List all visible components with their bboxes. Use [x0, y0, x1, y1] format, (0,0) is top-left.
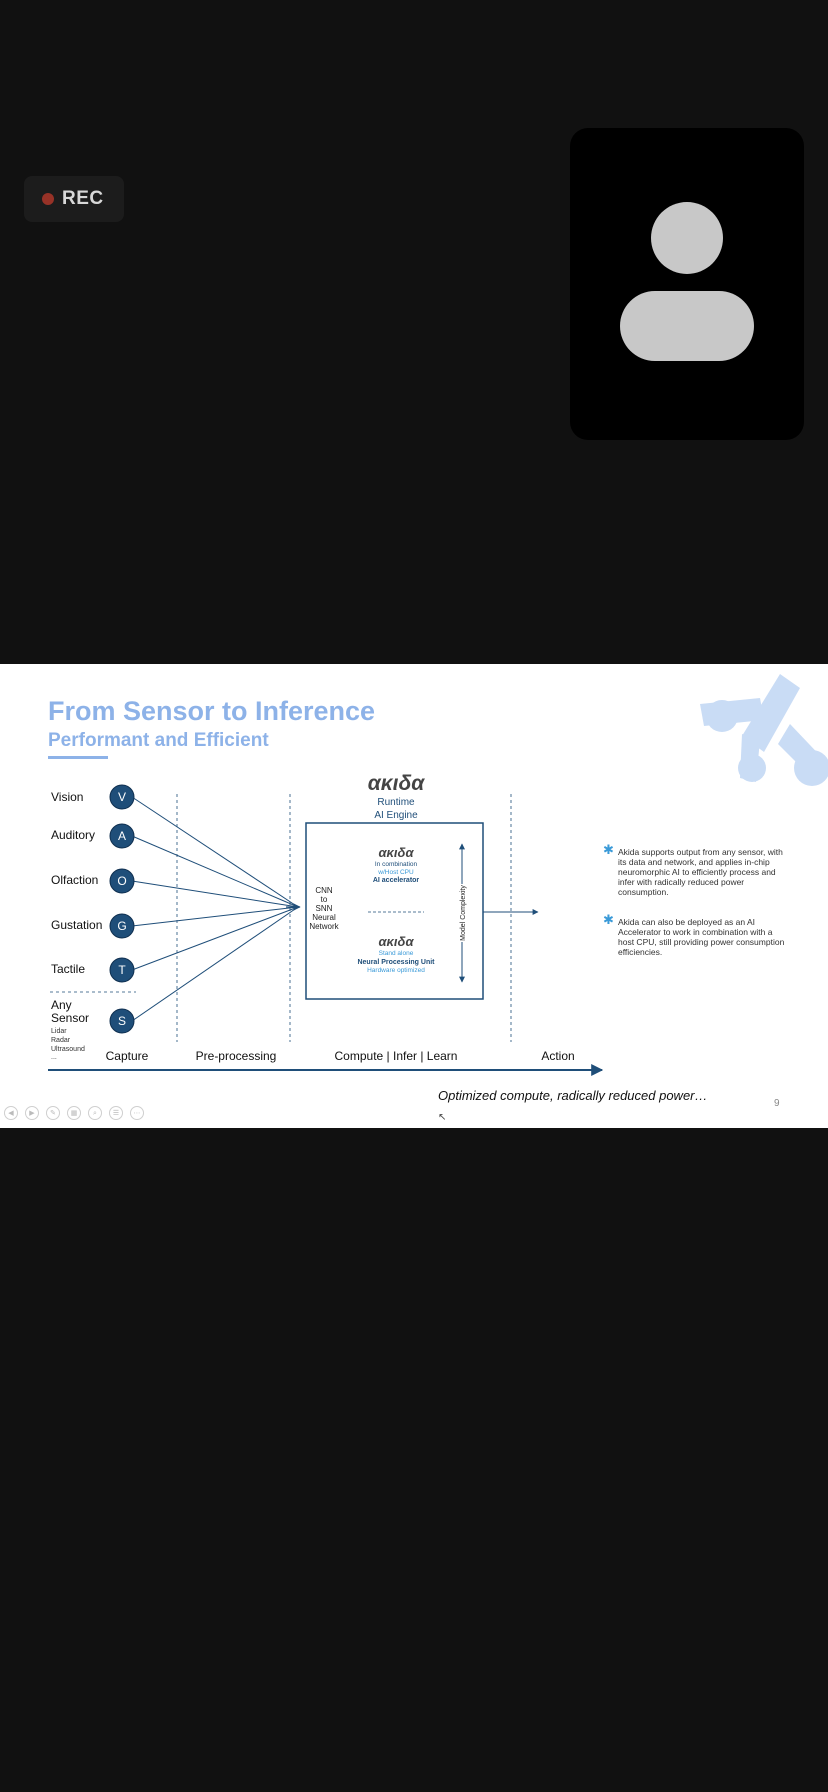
sensor-label-any: Any	[51, 998, 72, 1012]
sensor-letter-g: G	[117, 919, 126, 933]
slide-subtitle: Performant and Efficient	[48, 730, 269, 751]
cnn-line-1: CNN	[315, 886, 333, 895]
shared-slide: From Sensor to Inference Performant and …	[0, 664, 828, 1128]
sensor-circle-v	[109, 784, 135, 810]
npu-line-1: Stand alone	[379, 950, 414, 957]
asterisk-bullet-icon: ✱	[603, 842, 614, 857]
model-complexity-label: Model Complexity	[460, 885, 467, 941]
deco-asterisk-icon	[700, 674, 828, 786]
stage-capture: Capture	[106, 1049, 149, 1063]
title-underline	[48, 756, 108, 759]
sensor-example-more: ...	[51, 1054, 57, 1061]
cnn-line-5: Network	[309, 922, 339, 931]
cnn-line-2: to	[321, 895, 328, 904]
note-1: ✱ Akida supports output from any sensor,…	[603, 843, 788, 897]
sensor-circle-g	[109, 913, 135, 939]
stage-action: Action	[541, 1049, 574, 1063]
npu-bold: Neural Processing Unit	[357, 959, 435, 966]
compute-box	[305, 822, 484, 1000]
slide-toolbar: ◀ ▶ ✎ ▦ ⌕ ☰ ⋯	[4, 1106, 144, 1120]
accelerator-line-1: In combination	[375, 861, 418, 868]
note-1-text: Akida supports output from any sensor, w…	[618, 847, 783, 897]
sensor-circle-a	[109, 823, 135, 849]
akida-logo: ακιδα	[368, 772, 426, 795]
self-view-tile[interactable]	[570, 128, 804, 440]
cursor-icon: ↖	[438, 1112, 447, 1123]
npu-line-2: Hardware optimized	[367, 967, 425, 974]
sensor-label-auditory: Auditory	[51, 828, 95, 842]
sensor-label-gustation: Gustation	[51, 918, 102, 932]
sensor-circle-s	[109, 1008, 135, 1034]
prev-icon[interactable]: ◀	[4, 1106, 18, 1120]
sensor-label-sensor: Sensor	[51, 1011, 89, 1025]
asterisk-bullet-icon: ✱	[603, 912, 614, 927]
sensor-label-olfaction: Olfaction	[51, 873, 98, 887]
accelerator-line-2: w/Host CPU	[377, 869, 414, 876]
runtime-label: Runtime	[377, 797, 415, 808]
note-2: ✱ Akida can also be deployed as an AI Ac…	[603, 913, 788, 957]
sensor-letter-a: A	[118, 829, 126, 843]
zoom-icon[interactable]: ⌕	[88, 1106, 102, 1120]
sensor-circle-o	[109, 868, 135, 894]
sensor-letter-s: S	[118, 1014, 126, 1028]
sensor-letter-o: O	[117, 874, 126, 888]
accelerator-bold: AI accelerator	[373, 877, 420, 884]
stage-preprocessing: Pre-processing	[196, 1049, 277, 1063]
pen-icon[interactable]: ✎	[46, 1106, 60, 1120]
akida-logo-accelerator: ακιδα	[378, 845, 414, 860]
more-icon[interactable]: ⋯	[130, 1106, 144, 1120]
sensor-letter-v: V	[118, 790, 126, 804]
slides-icon[interactable]: ▦	[67, 1106, 81, 1120]
sensor-example-radar: Radar	[51, 1037, 71, 1044]
sensor-label-tactile: Tactile	[51, 962, 85, 976]
subtitles-icon[interactable]: ☰	[109, 1106, 123, 1120]
stage-compute: Compute | Infer | Learn	[335, 1049, 458, 1063]
recording-label: REC	[62, 188, 104, 209]
note-2-text: Akida can also be deployed as an AI Acce…	[618, 917, 785, 957]
page-number: 9	[774, 1098, 780, 1109]
sensor-circle-t	[109, 957, 135, 983]
slide-caption: Optimized compute, radically reduced pow…	[438, 1088, 708, 1103]
cnn-line-4: Neural	[312, 913, 336, 922]
recording-indicator: REC	[24, 176, 124, 222]
next-icon[interactable]: ▶	[25, 1106, 39, 1120]
cnn-line-3: SNN	[316, 904, 333, 913]
sensor-label-vision: Vision	[51, 790, 83, 804]
avatar-placeholder-icon	[620, 202, 754, 361]
sensor-example-ultrasound: Ultrasound	[51, 1046, 85, 1053]
ai-engine-label: AI Engine	[374, 810, 418, 821]
akida-logo-npu: ακιδα	[378, 934, 414, 949]
sensor-letter-t: T	[118, 963, 126, 977]
sensor-to-inference-diagram: Vision Auditory Olfaction Gustation Tact…	[48, 772, 604, 1076]
slide-title: From Sensor to Inference	[48, 696, 376, 726]
sensor-example-lidar: Lidar	[51, 1028, 67, 1035]
record-dot-icon	[42, 193, 54, 205]
